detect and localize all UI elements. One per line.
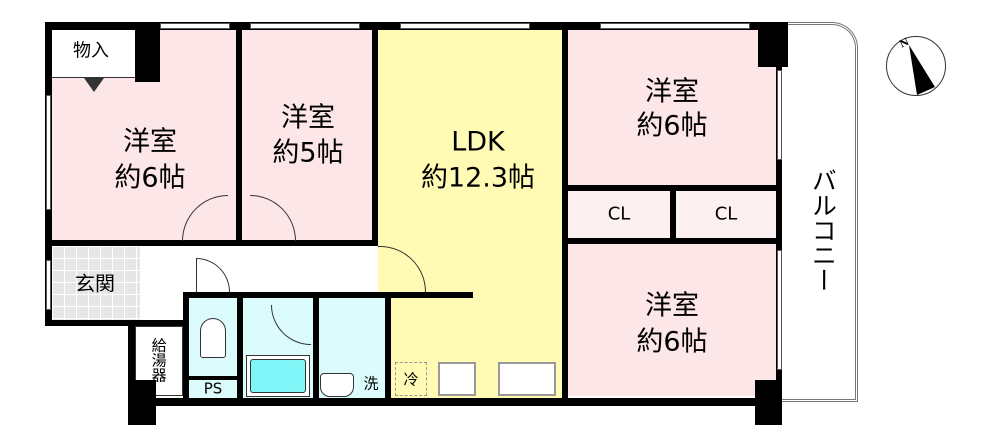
storage [52, 30, 136, 78]
entrance [52, 246, 140, 320]
ldk-size: 約12.3帖 [420, 162, 536, 194]
western-room-2-name: 洋室 [281, 102, 335, 134]
water-heater-label: 給湯器 [149, 337, 168, 383]
ldk-name: LDK [451, 126, 505, 158]
western-room-3-size: 約6帖 [636, 110, 708, 142]
washer-label: 洗 [363, 374, 379, 393]
closet-2-label: CL [714, 203, 738, 225]
closet-1-label: CL [607, 203, 631, 225]
pipe-space-label: PS [203, 379, 223, 398]
washbasin [320, 373, 354, 397]
hallway [140, 246, 378, 292]
entrance-label: 玄関 [75, 271, 115, 296]
storage-label: 物入 [73, 40, 109, 62]
western-room-4-size: 約6帖 [636, 326, 708, 358]
western-room-3 [568, 30, 776, 185]
stove [438, 362, 476, 396]
closet-2 [676, 191, 776, 238]
western-room-3-name: 洋室 [645, 76, 699, 108]
storage-door-marker [84, 78, 104, 92]
western-room-1-name: 洋室 [123, 126, 177, 158]
north-arrow-icon [909, 45, 935, 95]
compass: N [886, 36, 946, 96]
bathtub [246, 355, 310, 397]
balcony-label: バルコニー [808, 167, 838, 293]
fridge-space [395, 362, 427, 396]
kitchen-sink [498, 362, 556, 396]
western-room-4 [568, 244, 776, 396]
balcony [770, 22, 858, 402]
fridge-label: 冷 [403, 370, 419, 389]
western-room-2-size: 約5帖 [272, 137, 344, 169]
western-room-1-size: 約6帖 [114, 162, 186, 194]
western-room-4-name: 洋室 [645, 290, 699, 322]
closet-1 [568, 191, 670, 238]
toilet-fixture [200, 318, 226, 358]
